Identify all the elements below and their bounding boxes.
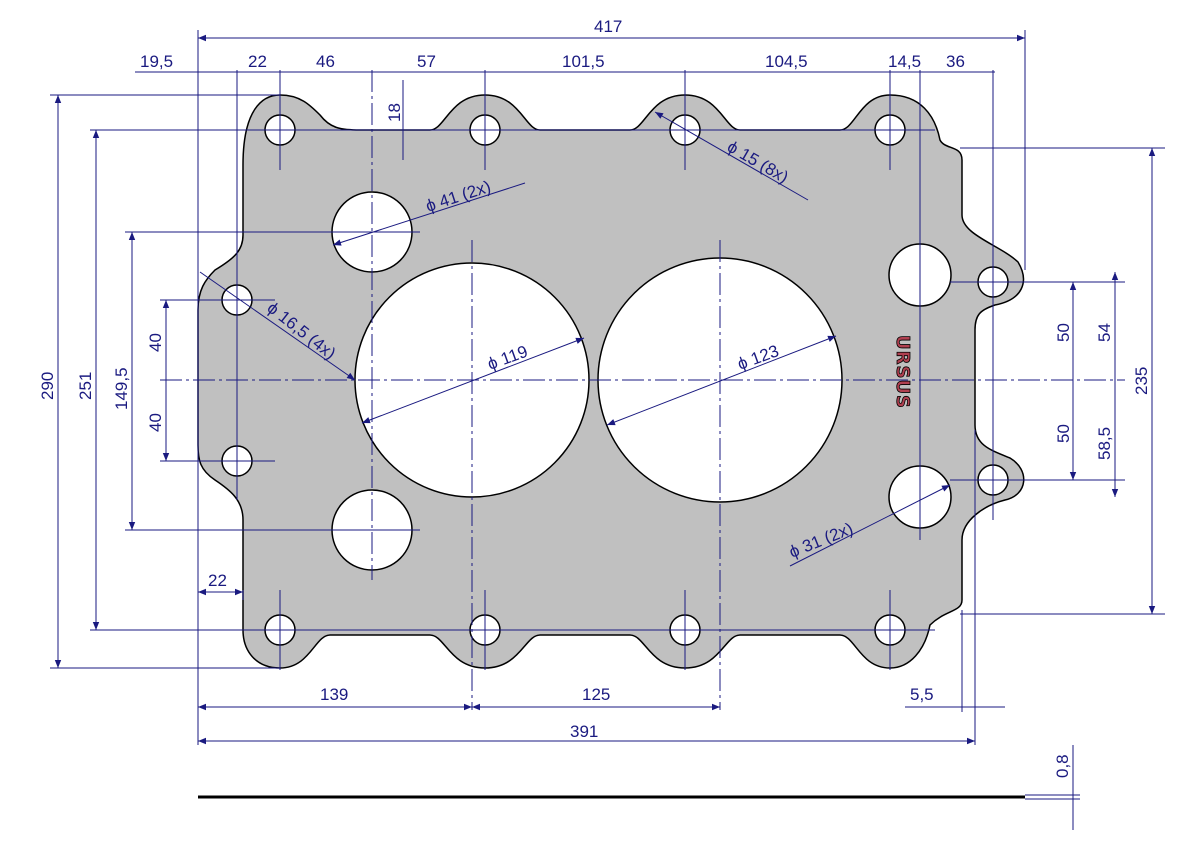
dim-left-lower: 40 (146, 413, 165, 432)
dim-bottom-3: 5,5 (910, 685, 934, 704)
dim-left-upper: 40 (146, 333, 165, 352)
dim-right-upper-b: 54 (1095, 323, 1114, 342)
dim-thickness: 0,8 (1053, 754, 1072, 778)
dim-right-upper-a: 50 (1054, 323, 1073, 342)
dim-lobe: 18 (385, 103, 404, 122)
dim-overall-width: 417 (594, 17, 622, 36)
dim-top-5: 101,5 (562, 52, 605, 71)
dim-top-2: 22 (248, 52, 267, 71)
dim-hole-rows: 251 (76, 372, 95, 400)
dim-overall-height: 290 (38, 372, 57, 400)
dim-top-7: 14,5 (888, 52, 921, 71)
dim-top-4: 57 (417, 52, 436, 71)
dim-bottom-1: 139 (320, 685, 348, 704)
dim-left-edge: 22 (208, 571, 227, 590)
dim-mid: 149,5 (112, 367, 131, 410)
centerlines (50, 30, 1165, 745)
dimension-lines (54, 34, 1156, 830)
dim-top-3: 46 (316, 52, 335, 71)
dim-right-lower-b: 58,5 (1095, 427, 1114, 460)
dim-right-lower-a: 50 (1054, 424, 1073, 443)
dim-top-6: 104,5 (765, 52, 808, 71)
dim-top-8: 36 (946, 52, 965, 71)
dim-top-1: 19,5 (140, 52, 173, 71)
dim-bottom-overall: 391 (570, 722, 598, 741)
dim-right-overall: 235 (1132, 367, 1151, 395)
dim-bottom-2: 125 (582, 685, 610, 704)
ursus-logo: URSUS (892, 335, 913, 409)
